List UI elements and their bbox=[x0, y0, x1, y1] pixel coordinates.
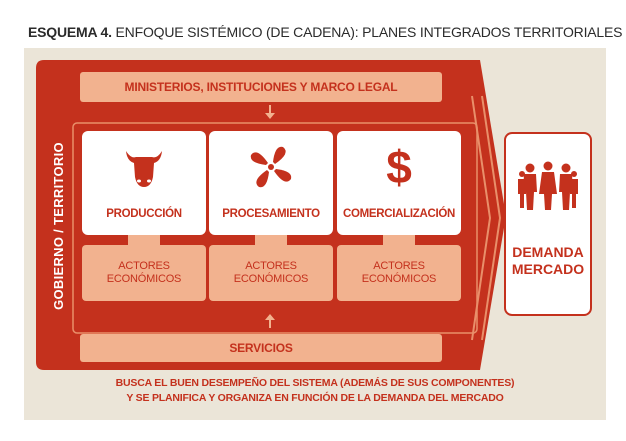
figure-title: ESQUEMA 4. ENFOQUE SISTÉMICO (DE CADENA)… bbox=[28, 24, 622, 40]
figure-title-text: ENFOQUE SISTÉMICO (DE CADENA): PLANES IN… bbox=[115, 24, 623, 40]
stage-card-comercializacion: $ COMERCIALIZACIÓN bbox=[337, 131, 461, 235]
propeller-icon bbox=[250, 146, 292, 188]
cow-head-icon bbox=[126, 151, 162, 187]
actors-box-procesamiento: ACTORES ECONÓMICOS bbox=[209, 245, 333, 301]
stage-card-procesamiento: PROCESAMIENTO bbox=[209, 131, 333, 235]
stage-label-procesamiento: PROCESAMIENTO bbox=[222, 208, 320, 220]
connector-produccion bbox=[128, 235, 160, 245]
connector-comercializacion bbox=[383, 235, 415, 245]
stage-label-comercializacion: COMERCIALIZACIÓN bbox=[342, 208, 456, 220]
stage-card-produccion: PRODUCCIÓN bbox=[82, 131, 206, 235]
top-banner: MINISTERIOS, INSTITUCIONES Y MARCO LEGAL bbox=[80, 72, 442, 102]
actors-line1: ACTORES bbox=[245, 260, 297, 272]
actors-line2: ECONÓMICOS bbox=[106, 273, 182, 285]
demand-line2: MERCADO bbox=[511, 261, 585, 277]
actors-line2: ECONÓMICOS bbox=[361, 273, 437, 285]
stage-label-produccion: PRODUCCIÓN bbox=[106, 208, 182, 220]
side-label-gobierno-territorio: GOBIERNO / TERRITORIO bbox=[50, 142, 66, 310]
footnote-line1: BUSCA EL BUEN DESEMPEÑO DEL SISTEMA (ADE… bbox=[115, 377, 515, 389]
actors-box-comercializacion: ACTORES ECONÓMICOS bbox=[337, 245, 461, 301]
actors-line2: ECONÓMICOS bbox=[233, 273, 309, 285]
footnote-line2: Y SE PLANIFICA Y ORGANIZA EN FUNCIÓN DE … bbox=[126, 392, 504, 404]
dollar-icon: $ bbox=[386, 141, 412, 191]
people-group-icon bbox=[518, 161, 578, 210]
actors-line1: ACTORES bbox=[118, 260, 170, 272]
diagram-panel: MINISTERIOS, INSTITUCIONES Y MARCO LEGAL… bbox=[24, 48, 606, 420]
actors-box-produccion: ACTORES ECONÓMICOS bbox=[82, 245, 206, 301]
up-arrow-icon bbox=[265, 314, 275, 328]
demand-line1: DEMANDA bbox=[512, 244, 584, 260]
svg-text:$: $ bbox=[386, 141, 412, 191]
demand-box: DEMANDA MERCADO bbox=[504, 132, 592, 316]
figure-title-prefix: ESQUEMA 4. bbox=[28, 24, 112, 40]
connector-procesamiento bbox=[255, 235, 287, 245]
down-arrow-icon bbox=[265, 105, 275, 119]
bottom-banner: SERVICIOS bbox=[80, 334, 442, 362]
actors-line1: ACTORES bbox=[373, 260, 425, 272]
